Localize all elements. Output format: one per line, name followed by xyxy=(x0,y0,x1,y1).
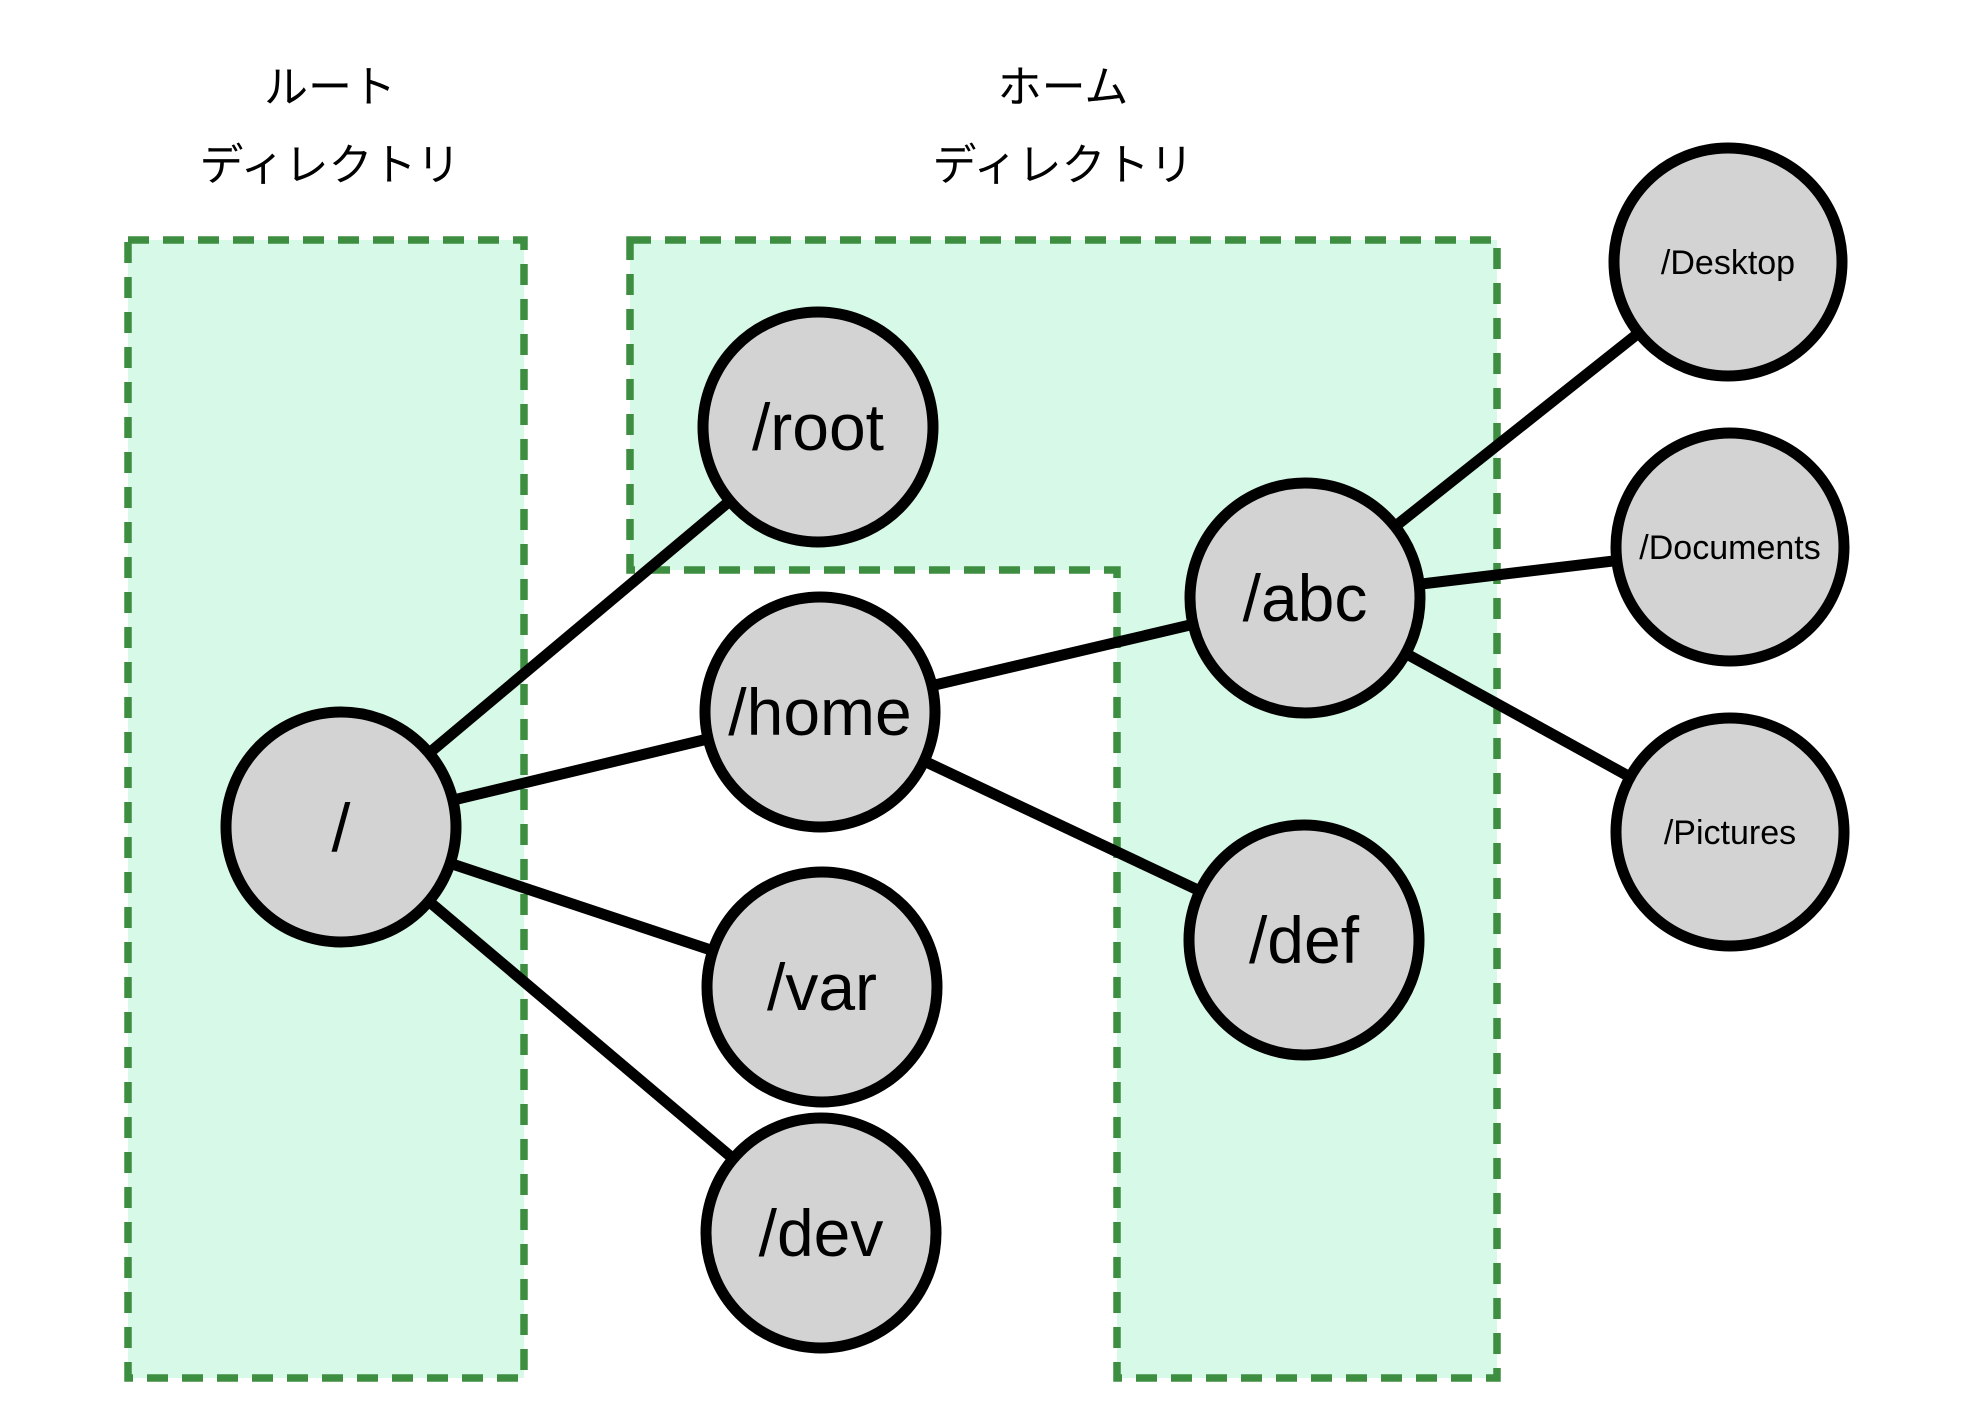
node-circle-slash xyxy=(220,706,462,948)
node-var: /var xyxy=(701,866,943,1108)
node-root: /root xyxy=(697,306,939,548)
node-circle-def xyxy=(1183,819,1425,1061)
node-label-home: /home xyxy=(728,675,911,749)
node-circle-documents xyxy=(1610,427,1850,667)
node-circle-abc xyxy=(1184,477,1426,719)
root-directory-title-line-1: ルート xyxy=(264,63,396,112)
node-home: /home xyxy=(699,591,941,833)
node-label-abc: /abc xyxy=(1243,561,1368,635)
node-circle-home xyxy=(699,591,941,833)
node-label-dev: /dev xyxy=(759,1196,884,1270)
node-circle-dev xyxy=(700,1112,942,1354)
home-directory-title-line-1: ホーム xyxy=(998,63,1129,112)
node-dev: /dev xyxy=(700,1112,942,1354)
root-directory-title-line-2: ディレクトリ xyxy=(200,141,461,190)
node-circle-pictures xyxy=(1610,712,1850,952)
node-abc: /abc xyxy=(1184,477,1426,719)
node-label-var: /var xyxy=(767,950,877,1024)
node-label-def: /def xyxy=(1249,903,1360,977)
home-directory-title-line-2: ディレクトリ xyxy=(933,141,1194,190)
node-label-root: /root xyxy=(752,390,884,464)
node-circle-var xyxy=(701,866,943,1108)
node-def: /def xyxy=(1183,819,1425,1061)
node-label-documents: /Documents xyxy=(1639,529,1820,567)
node-desktop: /Desktop xyxy=(1608,142,1848,382)
node-pictures: /Pictures xyxy=(1610,712,1850,952)
node-label-pictures: /Pictures xyxy=(1664,814,1796,852)
node-label-desktop: /Desktop xyxy=(1661,244,1795,282)
node-circle-root xyxy=(697,306,939,548)
node-label-slash: / xyxy=(332,790,351,866)
node-circle-desktop xyxy=(1608,142,1848,382)
node-slash: / xyxy=(220,706,462,948)
node-documents: /Documents xyxy=(1610,427,1850,667)
